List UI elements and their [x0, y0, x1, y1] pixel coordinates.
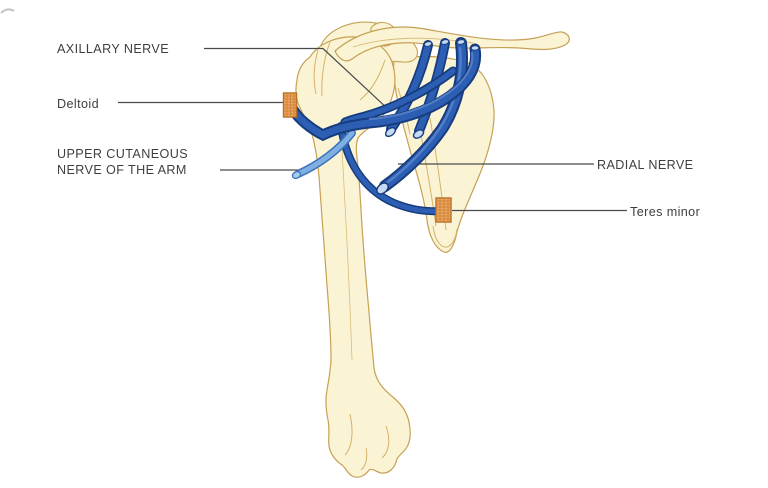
humerus-inner-line: [381, 425, 390, 459]
humerus-bone: [295, 36, 411, 478]
nerve-cut-end: [423, 41, 433, 47]
deltoid-marker-hatch: [284, 94, 296, 116]
nerve-cut-end: [456, 39, 466, 45]
axillary-nerve-highlight: [368, 51, 474, 121]
radial-nerve-cut-end: [376, 182, 389, 195]
upper-cutaneous-nerve-path: [295, 130, 355, 177]
nerve-cut-end: [384, 126, 397, 138]
humerus-inner-line: [360, 447, 368, 471]
label-upper-cutaneous-line1: UPPER CUTANEOUS: [57, 147, 189, 161]
label-axillary-nerve: AXILLARY NERVE: [57, 42, 170, 56]
teres-minor-attachment-marker: [435, 197, 452, 223]
scan-artifact: [0, 8, 15, 14]
humerus-inner-line: [321, 41, 331, 97]
radial-nerve-path: [381, 39, 466, 190]
nerve-cut-end: [412, 129, 425, 139]
humerus-inner-line: [341, 149, 353, 361]
scapula-inner-line: [432, 225, 458, 248]
humerus-inner-line: [344, 413, 353, 456]
nerve-cut-end: [470, 45, 480, 51]
upper-cutaneous-nerve-tip: [291, 170, 302, 180]
brachial-plexus-crossing-cord: [342, 68, 456, 125]
label-upper-cutaneous-line2: NERVE OF THE ARM: [57, 163, 187, 177]
teres-branch-path: [338, 123, 444, 214]
label-upper-cutaneous-nerve: UPPER CUTANEOUS NERVE OF THE ARM: [57, 146, 188, 178]
label-teres-minor: Teres minor: [630, 205, 701, 219]
deltoid-attachment-marker: [282, 92, 298, 118]
label-radial-nerve: RADIAL NERVE: [597, 158, 694, 172]
radial-nerve-highlight: [386, 46, 462, 184]
teres-minor-marker-hatch: [437, 199, 450, 221]
leader-lines-group: [118, 47, 627, 212]
clavicle-bone: [334, 26, 570, 62]
nerve-cut-end: [440, 39, 450, 45]
bones-group: [295, 21, 570, 478]
scapula-bone: [393, 55, 495, 253]
label-deltoid: Deltoid: [57, 97, 100, 111]
humerus-inner-line: [313, 49, 319, 95]
leader-line-axillary-nerve: [204, 47, 390, 111]
humerus-inner-line: [359, 59, 386, 101]
